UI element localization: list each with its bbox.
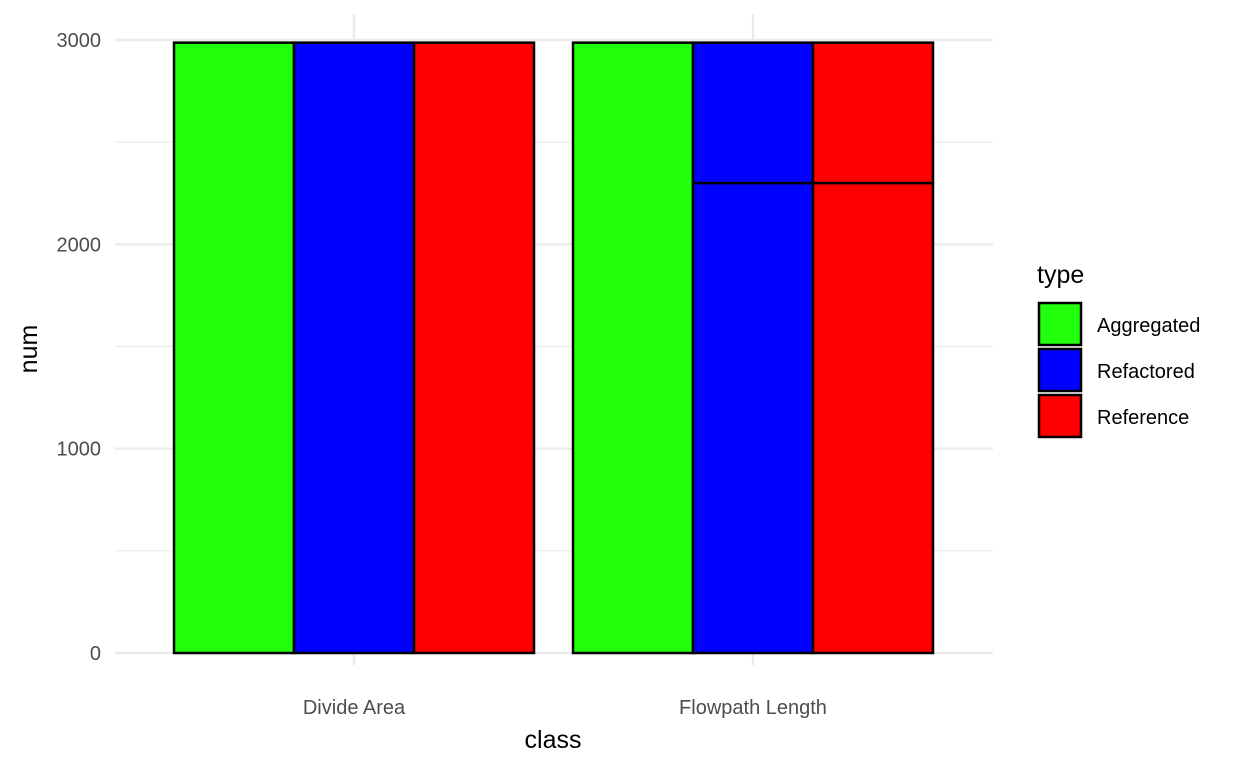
y-tick-label: 1000 <box>57 439 102 461</box>
y-tick-label: 0 <box>90 643 101 665</box>
bar-reference-flowpath-length <box>811 41 935 185</box>
legend-label-refactored: Refactored <box>1097 361 1195 383</box>
x-axis-title: class <box>525 726 582 754</box>
bar-refactored-flowpath-length <box>691 41 815 185</box>
bar-refactored-flowpath-length <box>691 181 815 655</box>
bar-aggregated-divide-area <box>172 41 296 655</box>
legend-label-aggregated: Aggregated <box>1097 315 1200 337</box>
bar-reference-divide-area <box>412 41 536 655</box>
legend-key-reference <box>1037 393 1083 439</box>
bar-refactored-divide-area <box>292 41 416 655</box>
legend-label-reference: Reference <box>1097 407 1189 429</box>
legend-key-aggregated <box>1037 301 1083 347</box>
legend-key-refactored <box>1037 347 1083 393</box>
y-tick-label: 3000 <box>57 30 102 52</box>
bar-aggregated-flowpath-length <box>571 41 695 655</box>
legend-title: type <box>1037 261 1084 289</box>
x-tick-label: Divide Area <box>303 697 406 719</box>
x-tick-label: Flowpath Length <box>679 697 827 719</box>
y-tick-label: 2000 <box>57 234 102 256</box>
y-tick-labels: 0 1000 2000 3000 <box>57 30 102 665</box>
y-axis-title: num <box>15 325 43 374</box>
bars <box>172 41 935 655</box>
bar-reference-flowpath-length <box>811 181 935 655</box>
x-tick-labels: Divide Area Flowpath Length <box>303 697 827 719</box>
